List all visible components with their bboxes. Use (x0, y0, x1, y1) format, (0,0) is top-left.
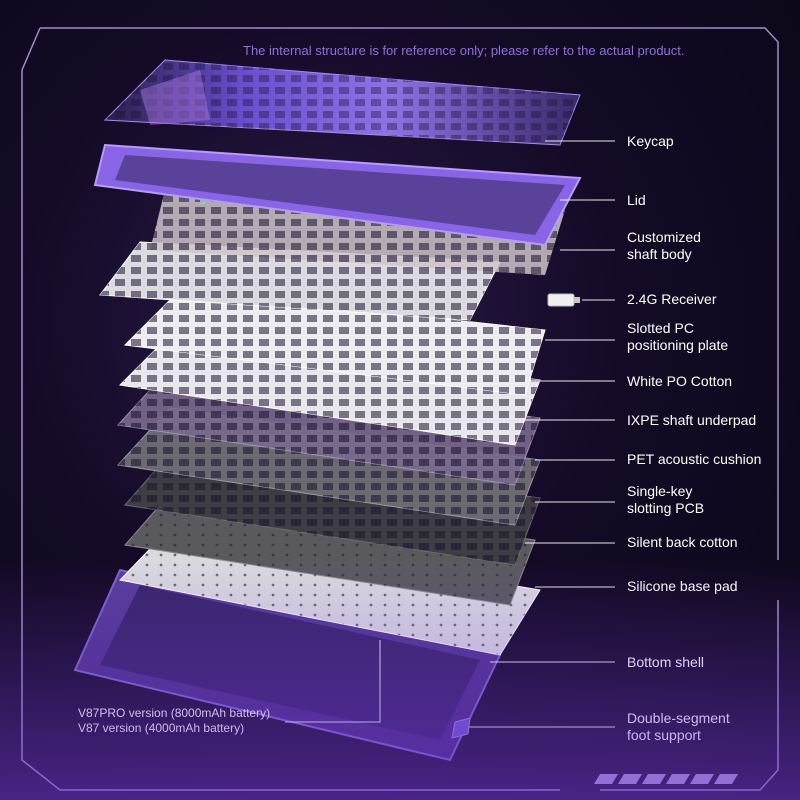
battery-note: V87PRO version (8000mAh battery) V87 ver… (78, 706, 308, 736)
label-line: Double-segment (627, 710, 730, 726)
label-keycap: Keycap (627, 133, 792, 150)
label-pc-plate: Slotted PC positioning plate (627, 320, 792, 354)
label-line: IXPE shaft underpad (627, 412, 757, 428)
label-po-cotton: White PO Cotton (627, 373, 792, 390)
label-line: foot support (627, 727, 701, 743)
leader-lines (285, 140, 615, 728)
disclaimer-text: The internal structure is for reference … (243, 43, 685, 58)
label-pet-cushion: PET acoustic cushion (627, 451, 792, 468)
battery-note-standard: V87 version (4000mAh battery) (78, 721, 245, 735)
label-line: Lid (627, 192, 646, 208)
label-line: Customized (627, 229, 701, 245)
label-back-cotton: Silent back cotton (627, 534, 792, 551)
label-shaft-body: Customized shaft body (627, 229, 792, 263)
label-line: slotting PCB (627, 500, 705, 516)
lid-layer (93, 143, 582, 247)
receiver-dongle (547, 293, 580, 307)
keycap-layer (103, 59, 581, 146)
label-line: Single-key (627, 483, 693, 499)
label-foot-support: Double-segment foot support (627, 710, 792, 744)
label-line: Keycap (627, 133, 674, 149)
label-line: PET acoustic cushion (627, 451, 762, 467)
label-line: Slotted PC (627, 320, 694, 336)
label-ixpe-underpad: IXPE shaft underpad (627, 412, 792, 429)
label-line: Silicone base pad (627, 578, 738, 594)
label-line: White PO Cotton (627, 373, 733, 389)
label-receiver: 2.4G Receiver (627, 291, 792, 308)
label-lid: Lid (627, 192, 792, 209)
label-bottom-shell: Bottom shell (627, 654, 792, 671)
frame-corner-stripes (594, 774, 738, 784)
label-line: positioning plate (627, 337, 729, 353)
battery-note-pro: V87PRO version (8000mAh battery) (78, 706, 271, 720)
label-silicone-pad: Silicone base pad (627, 578, 792, 595)
label-line: 2.4G Receiver (627, 291, 717, 307)
label-line: shaft body (627, 246, 692, 262)
label-line: Silent back cotton (627, 534, 738, 550)
label-pcb: Single-key slotting PCB (627, 483, 792, 517)
label-line: Bottom shell (627, 654, 705, 670)
foot-support (451, 717, 471, 739)
frame-border (21, 27, 779, 791)
